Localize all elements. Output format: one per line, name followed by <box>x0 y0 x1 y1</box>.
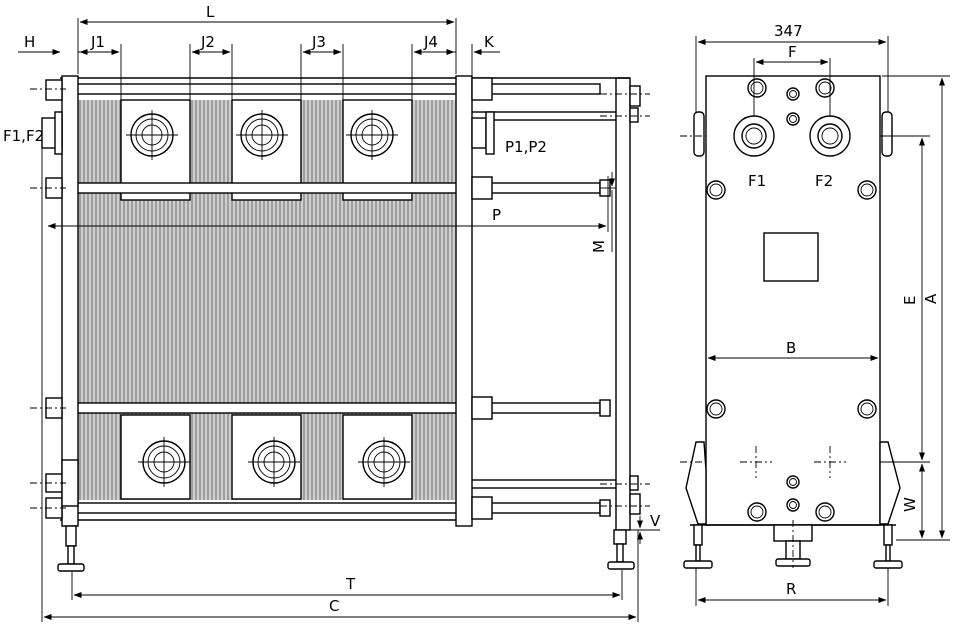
front-bolt-holes <box>706 78 877 522</box>
front-view: F1 F2 347 F B E A W R <box>680 22 950 606</box>
port-circle <box>248 437 300 487</box>
port-label-F1F2: F1,F2 <box>3 127 44 145</box>
dim-label-L: L <box>206 3 215 21</box>
support-column <box>615 77 631 531</box>
dim-label-B: B <box>786 339 796 357</box>
dim-label-M: M <box>590 240 608 253</box>
frame-plate-outline <box>705 75 881 526</box>
port-circle <box>138 437 190 487</box>
port-circle <box>346 110 398 160</box>
dim-label-J2: J2 <box>200 33 215 51</box>
nozzle-flange-right <box>471 117 487 149</box>
port-circle <box>126 110 178 160</box>
dim-label-W: W <box>901 497 919 512</box>
dim-label-A: A <box>922 293 940 304</box>
side-view: L H J1 J2 J3 J4 K F1,F2 P1,P2 P <box>3 3 661 622</box>
dim-label-347: 347 <box>774 22 803 40</box>
dim-label-T: T <box>345 575 356 593</box>
nozzle-F1 <box>733 115 775 157</box>
dim-label-J3: J3 <box>311 33 326 51</box>
dim-label-J1: J1 <box>90 33 105 51</box>
side-ports <box>126 110 410 487</box>
side-feet <box>57 525 635 572</box>
dim-label-H: H <box>24 33 35 51</box>
dim-label-K: K <box>484 33 495 51</box>
port-block-bottom-2 <box>231 414 302 500</box>
tie-bolt-nuts <box>45 77 641 520</box>
dim-label-R: R <box>786 580 796 598</box>
front-label-F1: F1 <box>748 172 766 190</box>
dim-label-F: F <box>788 43 797 61</box>
dim-label-P: P <box>492 206 501 224</box>
port-label-P1P2: P1,P2 <box>505 138 547 156</box>
dim-label-V: V <box>650 512 661 530</box>
center-window <box>763 232 819 282</box>
dim-label-J4: J4 <box>423 33 438 51</box>
dim-label-E: E <box>901 296 919 305</box>
front-label-F2: F2 <box>815 172 833 190</box>
fixed-frame-plate <box>61 75 79 527</box>
port-block-bottom-3 <box>342 414 413 500</box>
dim-label-C: C <box>329 597 339 615</box>
nozzle-F2 <box>809 115 851 157</box>
pressure-plate <box>455 75 473 527</box>
port-circle <box>358 437 410 487</box>
port-circle <box>236 110 288 160</box>
